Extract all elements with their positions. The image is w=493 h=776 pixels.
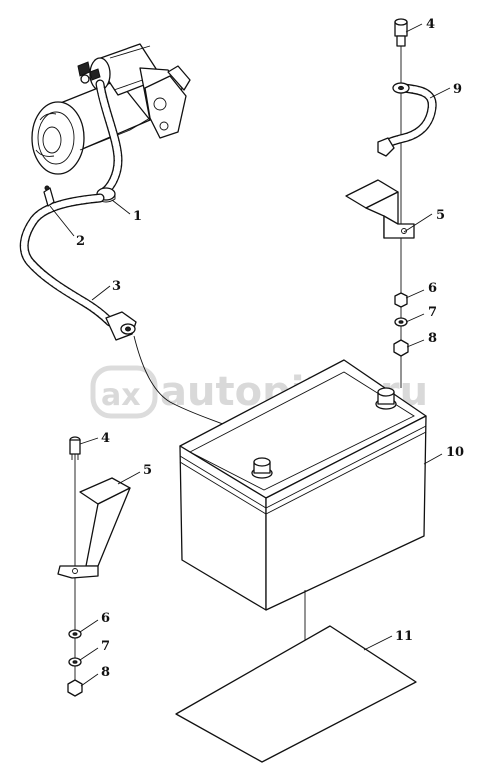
callout-5-left: 5	[143, 463, 152, 478]
callout-8-right: 8	[428, 331, 437, 346]
callout-5-right: 5	[436, 208, 445, 223]
callout-9: 9	[453, 82, 462, 97]
battery-tray	[175, 625, 417, 763]
watermark-logo-text: ax	[101, 378, 141, 413]
callout-4-left: 4	[101, 431, 110, 446]
callout-1: 1	[133, 209, 142, 224]
left-bolt-assembly	[57, 436, 131, 697]
leader-lines	[49, 23, 451, 687]
callout-8-left: 8	[101, 665, 110, 680]
callout-11: 11	[395, 629, 413, 644]
battery	[179, 359, 427, 611]
part-2-3-ground-cable	[19, 185, 137, 341]
callout-2: 2	[76, 234, 85, 249]
callout-6-left: 6	[101, 611, 110, 626]
callout-4-top: 4	[426, 17, 435, 32]
callout-7-right: 7	[428, 305, 437, 320]
callout-3: 3	[112, 279, 121, 294]
right-bolt-assembly	[345, 18, 437, 388]
callout-7-left: 7	[101, 639, 110, 654]
watermark-logo-frame	[90, 365, 158, 419]
callout-6-right: 6	[428, 281, 437, 296]
callout-10: 10	[446, 445, 464, 460]
callout-labels: 1 2 3 4 9 5 6 7 8 10 4 5 6 7 8 11	[76, 17, 464, 680]
starter-motor	[31, 43, 191, 175]
